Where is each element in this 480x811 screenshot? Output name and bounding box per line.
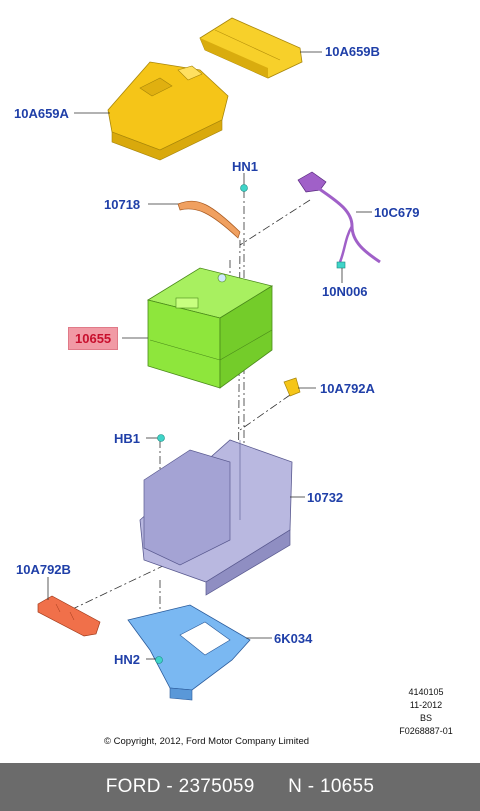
label-10a792b: 10A792B [16,562,71,577]
hold-down-part [177,200,241,239]
footer-part-number: 2375059 [178,776,255,797]
label-6k034: 6K034 [274,631,313,646]
cable-part [297,171,381,264]
leader-lines [47,51,372,639]
meta-line: F0268887-01 [399,726,453,736]
bolt-hb1 [146,434,165,442]
label-10a792a: 10A792A [320,381,375,396]
label-10a659b: 10A659B [325,44,380,59]
bracket-part [127,604,251,701]
battery-part [146,267,274,389]
drawing-metadata: 4140105 11-2012 BS F0268887-01 [386,686,466,738]
label-hb1: HB1 [114,431,141,446]
label-hn1: HN1 [232,159,259,174]
clip-right-part [283,377,301,397]
cable-clip-part [336,261,346,269]
top-cover-part [107,61,229,161]
label-10718: 10718 [104,197,141,212]
assembly-lines [59,190,311,660]
pad-left-part [37,595,101,637]
footer-bar: FORD - 2375059 N - 10655 [0,763,480,811]
footer-separator: - [166,776,173,797]
meta-line: BS [419,713,432,723]
label-10655-highlighted: 10655 [68,327,119,350]
label-hn2: HN2 [114,652,141,667]
label-10n006: 10N006 [322,284,368,299]
meta-line: 4140105 [408,687,444,697]
label-10a659a: 10A659A [14,106,69,121]
copyright-notice: © Copyright, 2012, Ford Motor Company Li… [104,736,310,747]
meta-line: 11-2012 [409,700,443,710]
tray-part [139,439,293,596]
bolt-hn2 [146,656,163,664]
footer-note: N - 10655 [288,776,375,797]
lid-cover-part [199,17,303,79]
label-10732: 10732 [307,490,344,505]
label-10c679: 10C679 [374,205,420,220]
bolt-hn1 [240,180,248,192]
footer-brand: FORD [105,776,161,797]
